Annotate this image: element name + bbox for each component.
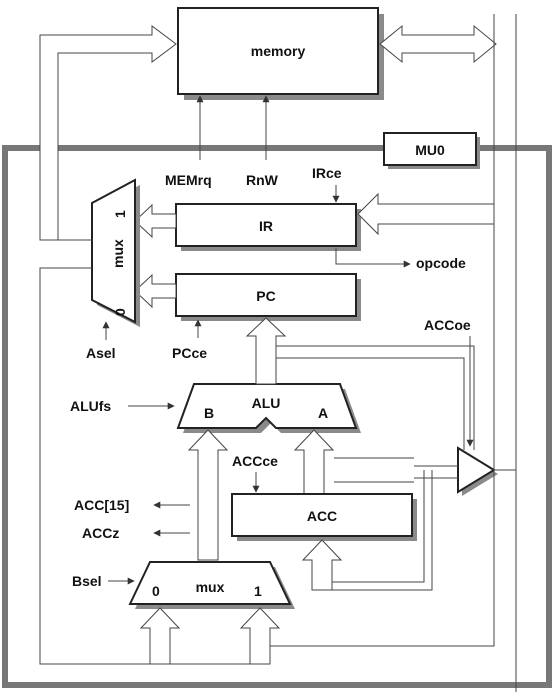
memory-block: memory (177, 7, 384, 100)
acc-register: ACC (231, 493, 417, 541)
alufs-label: ALUfs (70, 398, 111, 414)
mux-a-input-0: 0 (112, 308, 128, 316)
mux-b-input-1: 1 (254, 583, 262, 599)
mux-b-input1-arrow (239, 607, 281, 665)
ir-register: IR (175, 203, 361, 251)
acc-loop-wire-b (332, 470, 425, 583)
pcce-label: PCce (172, 345, 207, 361)
ir-input-bus-arrow (357, 192, 495, 236)
accoe-label: ACCoe (424, 317, 471, 333)
ir-label: IR (259, 218, 273, 234)
alu-label: ALU (252, 395, 281, 411)
pc-label: PC (256, 288, 275, 304)
mux-b-label: mux (196, 579, 225, 595)
rnw-label: RnW (246, 172, 279, 188)
mux-a: mux 1 0 (91, 178, 140, 327)
alu-b-input-arrow (187, 429, 229, 561)
memory-label: memory (251, 43, 306, 59)
alu-to-pc-arrow (245, 317, 287, 385)
accoe-tristate-buffer (457, 446, 498, 496)
mux-a-input-1: 1 (112, 210, 128, 218)
irce-label: IRce (312, 165, 342, 181)
ir-to-mux-arrow (134, 203, 177, 239)
mu0-label: MU0 (415, 142, 445, 158)
data-bus-arrow (379, 24, 497, 64)
opcode-label: opcode (416, 255, 466, 271)
address-bus-arrow (39, 25, 177, 241)
alu-block: ALU B A (176, 383, 361, 433)
alu-input-b: B (204, 405, 214, 421)
alu-out-loop-a (276, 345, 475, 450)
acc15-label: ACC[15] (74, 497, 129, 513)
asel-label: Asel (86, 345, 116, 361)
accz-label: ACCz (82, 525, 119, 541)
mux-b-input0-arrow (139, 607, 181, 665)
pc-to-mux-arrow (134, 273, 177, 309)
acc-label: ACC (307, 508, 337, 524)
alu-input-a: A (318, 405, 328, 421)
mux-b: mux 0 1 (128, 561, 295, 609)
mux-b-input1-loop (270, 222, 495, 647)
acc-input-arrow (301, 539, 343, 591)
alu-out-loop-b (276, 357, 465, 450)
mu0-title-box: MU0 (383, 132, 480, 169)
acc-loop-wire (312, 470, 433, 591)
bsel-label: Bsel (72, 573, 102, 589)
mux-b-input-0: 0 (152, 583, 160, 599)
accce-label: ACCce (232, 453, 278, 469)
alu-a-input-arrow (293, 429, 335, 495)
memrq-label: MEMrq (165, 172, 212, 188)
mu0-boundary (2, 145, 552, 688)
mux-a-label: mux (110, 239, 126, 268)
pc-register: PC (175, 273, 361, 321)
opcode-wire (335, 248, 411, 268)
